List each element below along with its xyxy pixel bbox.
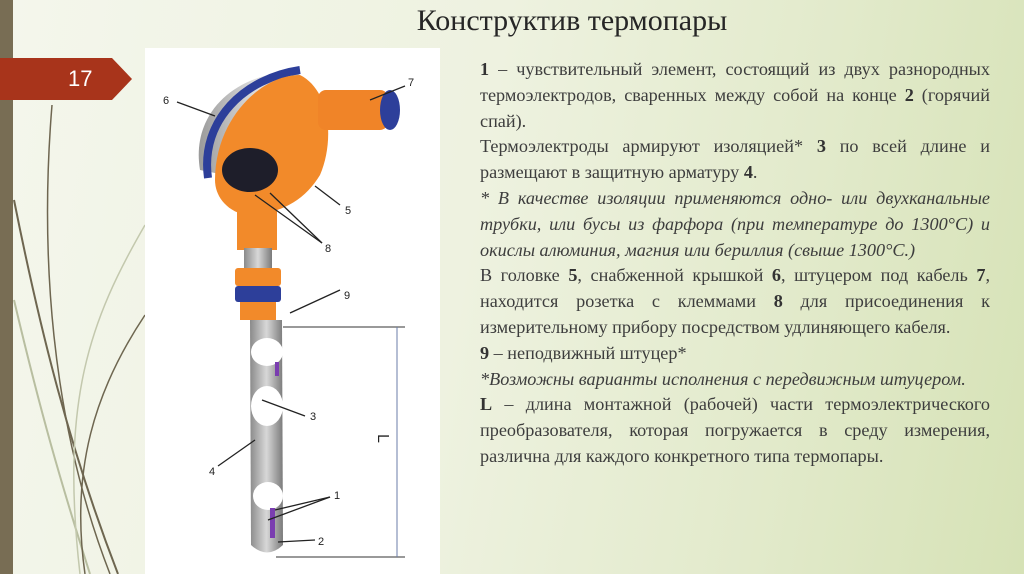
slide-number-tab: 17 (0, 58, 132, 100)
label-5: 5 (345, 205, 351, 217)
label-4: 4 (209, 466, 215, 478)
slide-title: Конструктив термопары (416, 4, 728, 37)
label-2: 2 (318, 536, 324, 548)
slide-number: 17 (68, 66, 93, 91)
para-head: В головке 5, снабженной крышкой 6, штуце… (480, 265, 991, 337)
label-1: 1 (334, 490, 340, 502)
para-sensing-element: 1 – чувствительный элемент, состоящий из… (480, 59, 991, 131)
label-6: 6 (163, 95, 169, 107)
para-length: L – длина монтажной (рабочей) части терм… (480, 394, 990, 466)
para-insulation: Термоэлектроды армируют изоляцией* 3 по … (480, 136, 991, 183)
para-fitting: 9 – неподвижный штуцер* (480, 342, 687, 363)
para-insulation-note: * В качестве изоляции применяются одно- … (480, 187, 990, 260)
para-fitting-note: *Возможны варианты исполнения с передвиж… (480, 368, 966, 389)
label-7: 7 (408, 77, 414, 89)
label-3: 3 (310, 411, 316, 423)
description-text: 1 – чувствительный элемент, состоящий из… (480, 57, 990, 470)
thermocouple-diagram: 6 7 5 8 9 3 4 1 2 L (145, 48, 440, 574)
label-8: 8 (325, 243, 331, 255)
left-decor-bar (0, 0, 13, 574)
label-9: 9 (344, 290, 350, 302)
label-L: L (374, 434, 391, 443)
decorative-swirls (13, 104, 146, 574)
